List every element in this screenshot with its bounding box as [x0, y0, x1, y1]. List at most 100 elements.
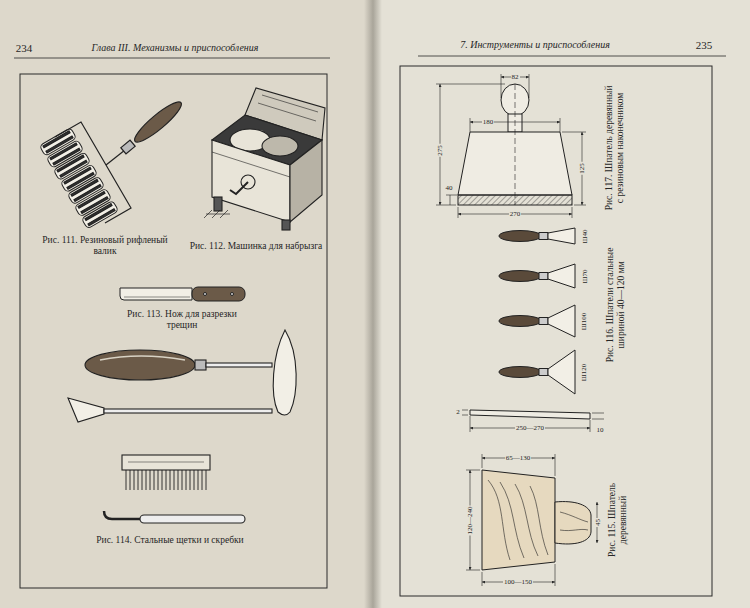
crack-knife	[120, 288, 192, 300]
wooden-spatula	[592, 419, 604, 420]
ribbed-roller	[55, 122, 131, 223]
spatula-drawing	[574, 205, 586, 206]
spatula-drawing	[470, 118, 471, 132]
wooden-spatula	[482, 454, 483, 468]
steel-spatulas	[499, 264, 575, 288]
dimension-label: 2	[455, 409, 461, 416]
dimension-label: Ш40	[582, 228, 589, 244]
steel-spatulas	[548, 264, 575, 288]
page-rules	[14, 56, 726, 596]
figure-caption: Рис. 116. Шпатели стальные шириной 40—12…	[605, 230, 627, 380]
wooden-spatula	[555, 454, 556, 476]
spatula-drawing	[501, 74, 502, 98]
wooden-spatula	[555, 502, 591, 544]
steel-scrapers	[140, 515, 245, 523]
figure-caption: Рис. 115. Шпатель деревянный	[607, 460, 629, 580]
ribbed-roller	[39, 128, 118, 229]
spray-machine	[212, 140, 290, 222]
page-number: 234	[16, 42, 33, 55]
spray-machine	[212, 152, 290, 177]
steel-spatulas	[499, 350, 575, 394]
spatula-drawing	[436, 205, 456, 206]
steel-spatulas	[499, 305, 575, 337]
spray-machine	[262, 136, 298, 156]
dimension-label: Ш120	[582, 362, 589, 382]
paper	[364, 0, 382, 608]
page-rules	[14, 58, 330, 59]
steel-scrapers	[128, 462, 204, 463]
steel-scrapers	[85, 350, 195, 380]
crack-knife	[120, 287, 245, 301]
crack-knife	[192, 287, 245, 301]
wooden-spatula	[500, 482, 524, 558]
dimension-label: 65—130	[505, 455, 532, 462]
spray-machine	[290, 140, 322, 222]
steel-spatulas	[548, 305, 575, 337]
dimension-label: 125	[579, 162, 586, 175]
spatula-drawing	[436, 74, 586, 218]
dimension-label: 270	[509, 211, 522, 218]
steel-spatulas	[499, 271, 541, 282]
steel-spatulas	[539, 318, 548, 325]
steel-spatulas	[539, 273, 548, 280]
wooden-spatula	[482, 572, 483, 586]
wooden-spatula	[470, 416, 471, 432]
wooden-spatula	[560, 529, 588, 530]
running-head: Глава III. Механизмы и приспособления	[50, 42, 300, 54]
wooden-spatula	[555, 564, 556, 586]
wooden-spatula	[592, 413, 604, 414]
dimension-label: 82	[511, 74, 520, 81]
steel-spatulas	[499, 367, 541, 378]
spatula-drawing	[562, 132, 586, 133]
steel-scrapers	[68, 330, 296, 523]
ribbed-roller	[131, 97, 186, 146]
wooden-spatula	[466, 454, 597, 586]
wooden-spatula	[470, 410, 590, 419]
wooden-spatula	[462, 410, 604, 586]
steel-scrapers	[195, 360, 206, 370]
crack-knife	[231, 293, 234, 296]
dimension-label: Ш70	[582, 268, 589, 284]
spray-machine	[214, 197, 222, 211]
ribbed-roller	[81, 200, 118, 228]
wooden-spatula	[462, 415, 468, 416]
spray-machine	[204, 88, 325, 230]
steel-scrapers	[206, 363, 272, 367]
wooden-spatula	[482, 470, 555, 570]
wooden-spatula	[466, 470, 480, 471]
spatula-drawing	[436, 84, 505, 85]
dimension-label: 40	[445, 185, 454, 192]
dimension-label: 100—150	[503, 579, 533, 586]
dimension-label: 45	[595, 518, 602, 527]
wooden-spatula	[515, 484, 538, 556]
steel-spatulas	[548, 228, 575, 244]
crack-knife	[124, 297, 190, 298]
dimension-label: 180	[482, 119, 495, 126]
paper	[0, 0, 372, 608]
figure-caption: Рис. 111. Резиновый рифленый валик	[35, 235, 175, 257]
spatula-drawing	[515, 84, 516, 205]
figure-caption: Рис. 113. Нож для разрезки трещин	[112, 309, 252, 331]
figure-caption: Рис. 112. Машинка для набрызга	[189, 241, 324, 252]
spatula-drawing	[450, 195, 451, 205]
spray-machine	[282, 220, 290, 230]
dimension-label: 10	[596, 427, 605, 434]
dimension-label: Ш100	[582, 311, 589, 331]
steel-spatulas	[499, 228, 575, 394]
paper	[372, 0, 750, 608]
steel-spatulas	[548, 350, 575, 394]
dimension-label: 250—270	[515, 425, 545, 432]
steel-scrapers	[126, 470, 206, 490]
page-number: 235	[696, 39, 713, 52]
steel-scrapers	[104, 511, 140, 519]
wooden-spatula	[488, 480, 510, 560]
wooden-spatula	[462, 410, 604, 432]
spray-machine	[262, 95, 318, 112]
running-head: 7. Инструменты и приспособления	[405, 39, 665, 51]
steel-scrapers	[100, 356, 185, 360]
page-rules	[400, 66, 712, 596]
spatula-drawing	[436, 74, 586, 218]
